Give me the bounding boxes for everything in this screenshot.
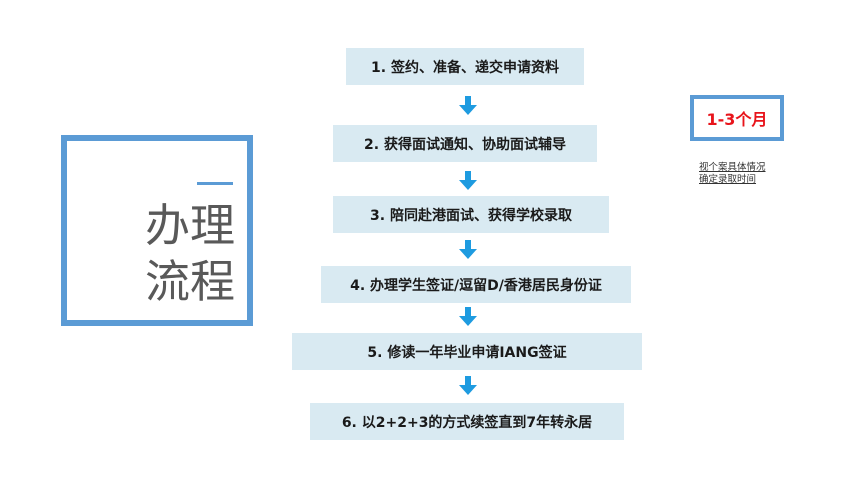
- title-frame: [61, 135, 253, 326]
- duration-box: 1-3个月: [690, 95, 784, 141]
- step-1: 1. 签约、准备、递交申请资料: [346, 48, 584, 85]
- duration-note-line-2: 确定录取时间: [699, 174, 757, 185]
- title-line-1: 办理: [145, 199, 236, 252]
- step-5: 5. 修读一年毕业申请IANG签证: [292, 333, 642, 370]
- step-6: 6. 以2+2+3的方式续签直到7年转永居: [310, 403, 624, 440]
- duration-label: 1-3个月: [706, 110, 768, 129]
- arrow-down-icon: [459, 240, 477, 259]
- step-2: 2. 获得面试通知、协助面试辅导: [333, 125, 597, 162]
- duration-note: 视个案具体情况 确定录取时间: [699, 162, 766, 186]
- arrow-down-icon: [459, 307, 477, 326]
- step-3: 3. 陪同赴港面试、获得学校录取: [333, 196, 609, 233]
- page-title: 办理 流程: [145, 198, 255, 310]
- title-line-2: 流程: [145, 255, 236, 308]
- arrow-down-icon: [459, 376, 477, 395]
- title-dash: [197, 182, 233, 185]
- arrow-down-icon: [459, 171, 477, 190]
- step-4: 4. 办理学生签证/逗留D/香港居民身份证: [321, 266, 631, 303]
- arrow-down-icon: [459, 96, 477, 115]
- duration-note-line-1: 视个案具体情况: [699, 162, 766, 173]
